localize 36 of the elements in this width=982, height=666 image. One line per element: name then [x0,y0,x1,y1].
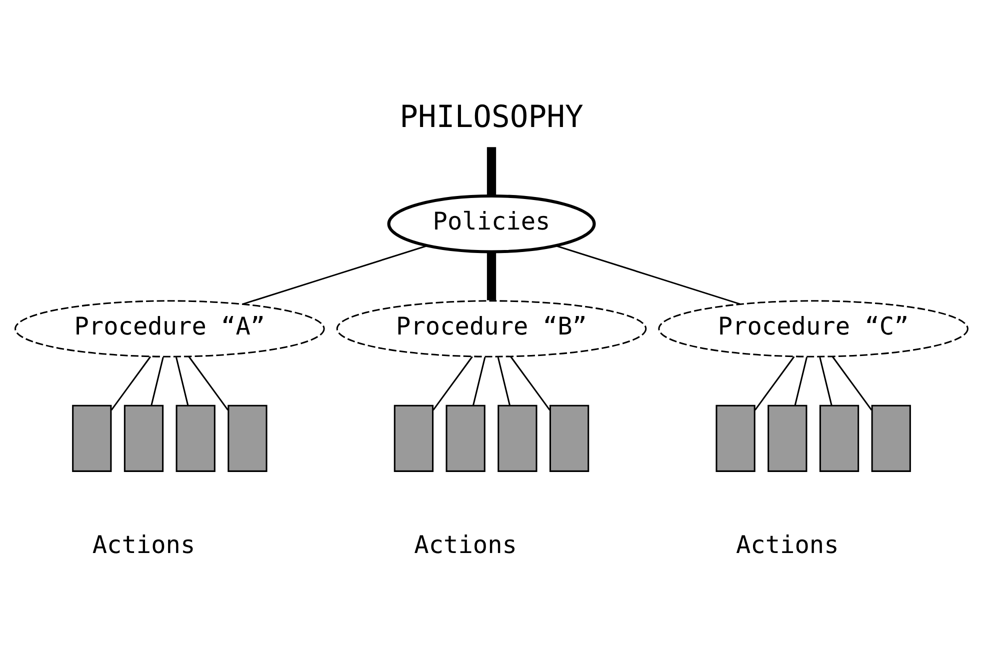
connector [472,356,486,406]
node-box [870,404,910,472]
node-ellipse: Procedure “B” [336,300,646,357]
connector [831,356,872,410]
node-box [497,404,537,472]
connector [150,356,164,406]
label: Actions [92,530,195,559]
node-box [548,404,589,472]
connector [496,356,510,406]
label: Actions [414,530,516,559]
connector [754,356,794,410]
connector [486,252,496,300]
connector [555,244,740,304]
connector [486,146,496,195]
connector [174,356,188,406]
node-box [818,404,859,472]
node-box [767,404,807,472]
node-box [123,404,164,472]
connector [794,356,808,406]
node-box [445,404,485,472]
node-text: PHILOSOPHY [399,100,583,135]
node-box [393,404,434,472]
node-box [175,404,215,472]
connector [818,356,832,406]
node-ellipse: Procedure “C” [658,300,968,357]
node-ellipse: Procedure “A” [14,300,324,357]
node-ellipse: Policies [386,194,596,253]
node-box [715,404,755,472]
connector [110,356,151,410]
node-box [227,404,267,472]
connector [188,356,228,410]
node-box [72,404,112,472]
connector [432,356,472,410]
connector [242,244,427,304]
label: Actions [736,530,838,559]
connector [510,356,550,410]
